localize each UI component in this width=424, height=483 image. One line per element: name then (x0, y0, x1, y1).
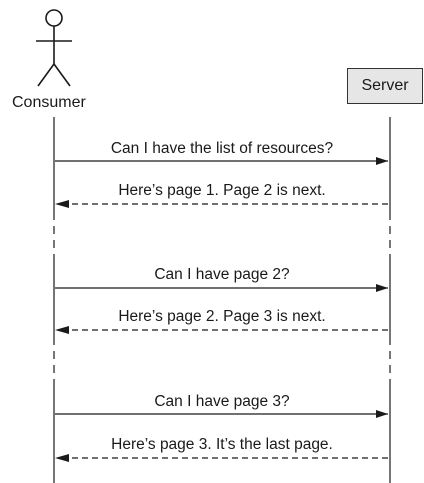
response-label-2: Here’s page 2. Page 3 is next. (118, 308, 326, 325)
response-arrow-3 (55, 454, 388, 462)
response-arrow-1 (55, 200, 388, 208)
consumer-stick-figure-icon (36, 9, 72, 87)
request-label-2: Can I have page 2? (154, 266, 290, 283)
request-label-3: Can I have page 3? (154, 393, 290, 410)
server-label: Server (361, 77, 409, 94)
request-label-1: Can I have the list of resources? (110, 140, 334, 157)
response-arrow-2 (55, 326, 388, 334)
consumer-label: Consumer (12, 94, 86, 111)
server-participant-box: Server (347, 68, 423, 104)
response-label-1: Here’s page 1. Page 2 is next. (118, 182, 326, 199)
response-label-3: Here’s page 3. It’s the last page. (111, 436, 333, 453)
